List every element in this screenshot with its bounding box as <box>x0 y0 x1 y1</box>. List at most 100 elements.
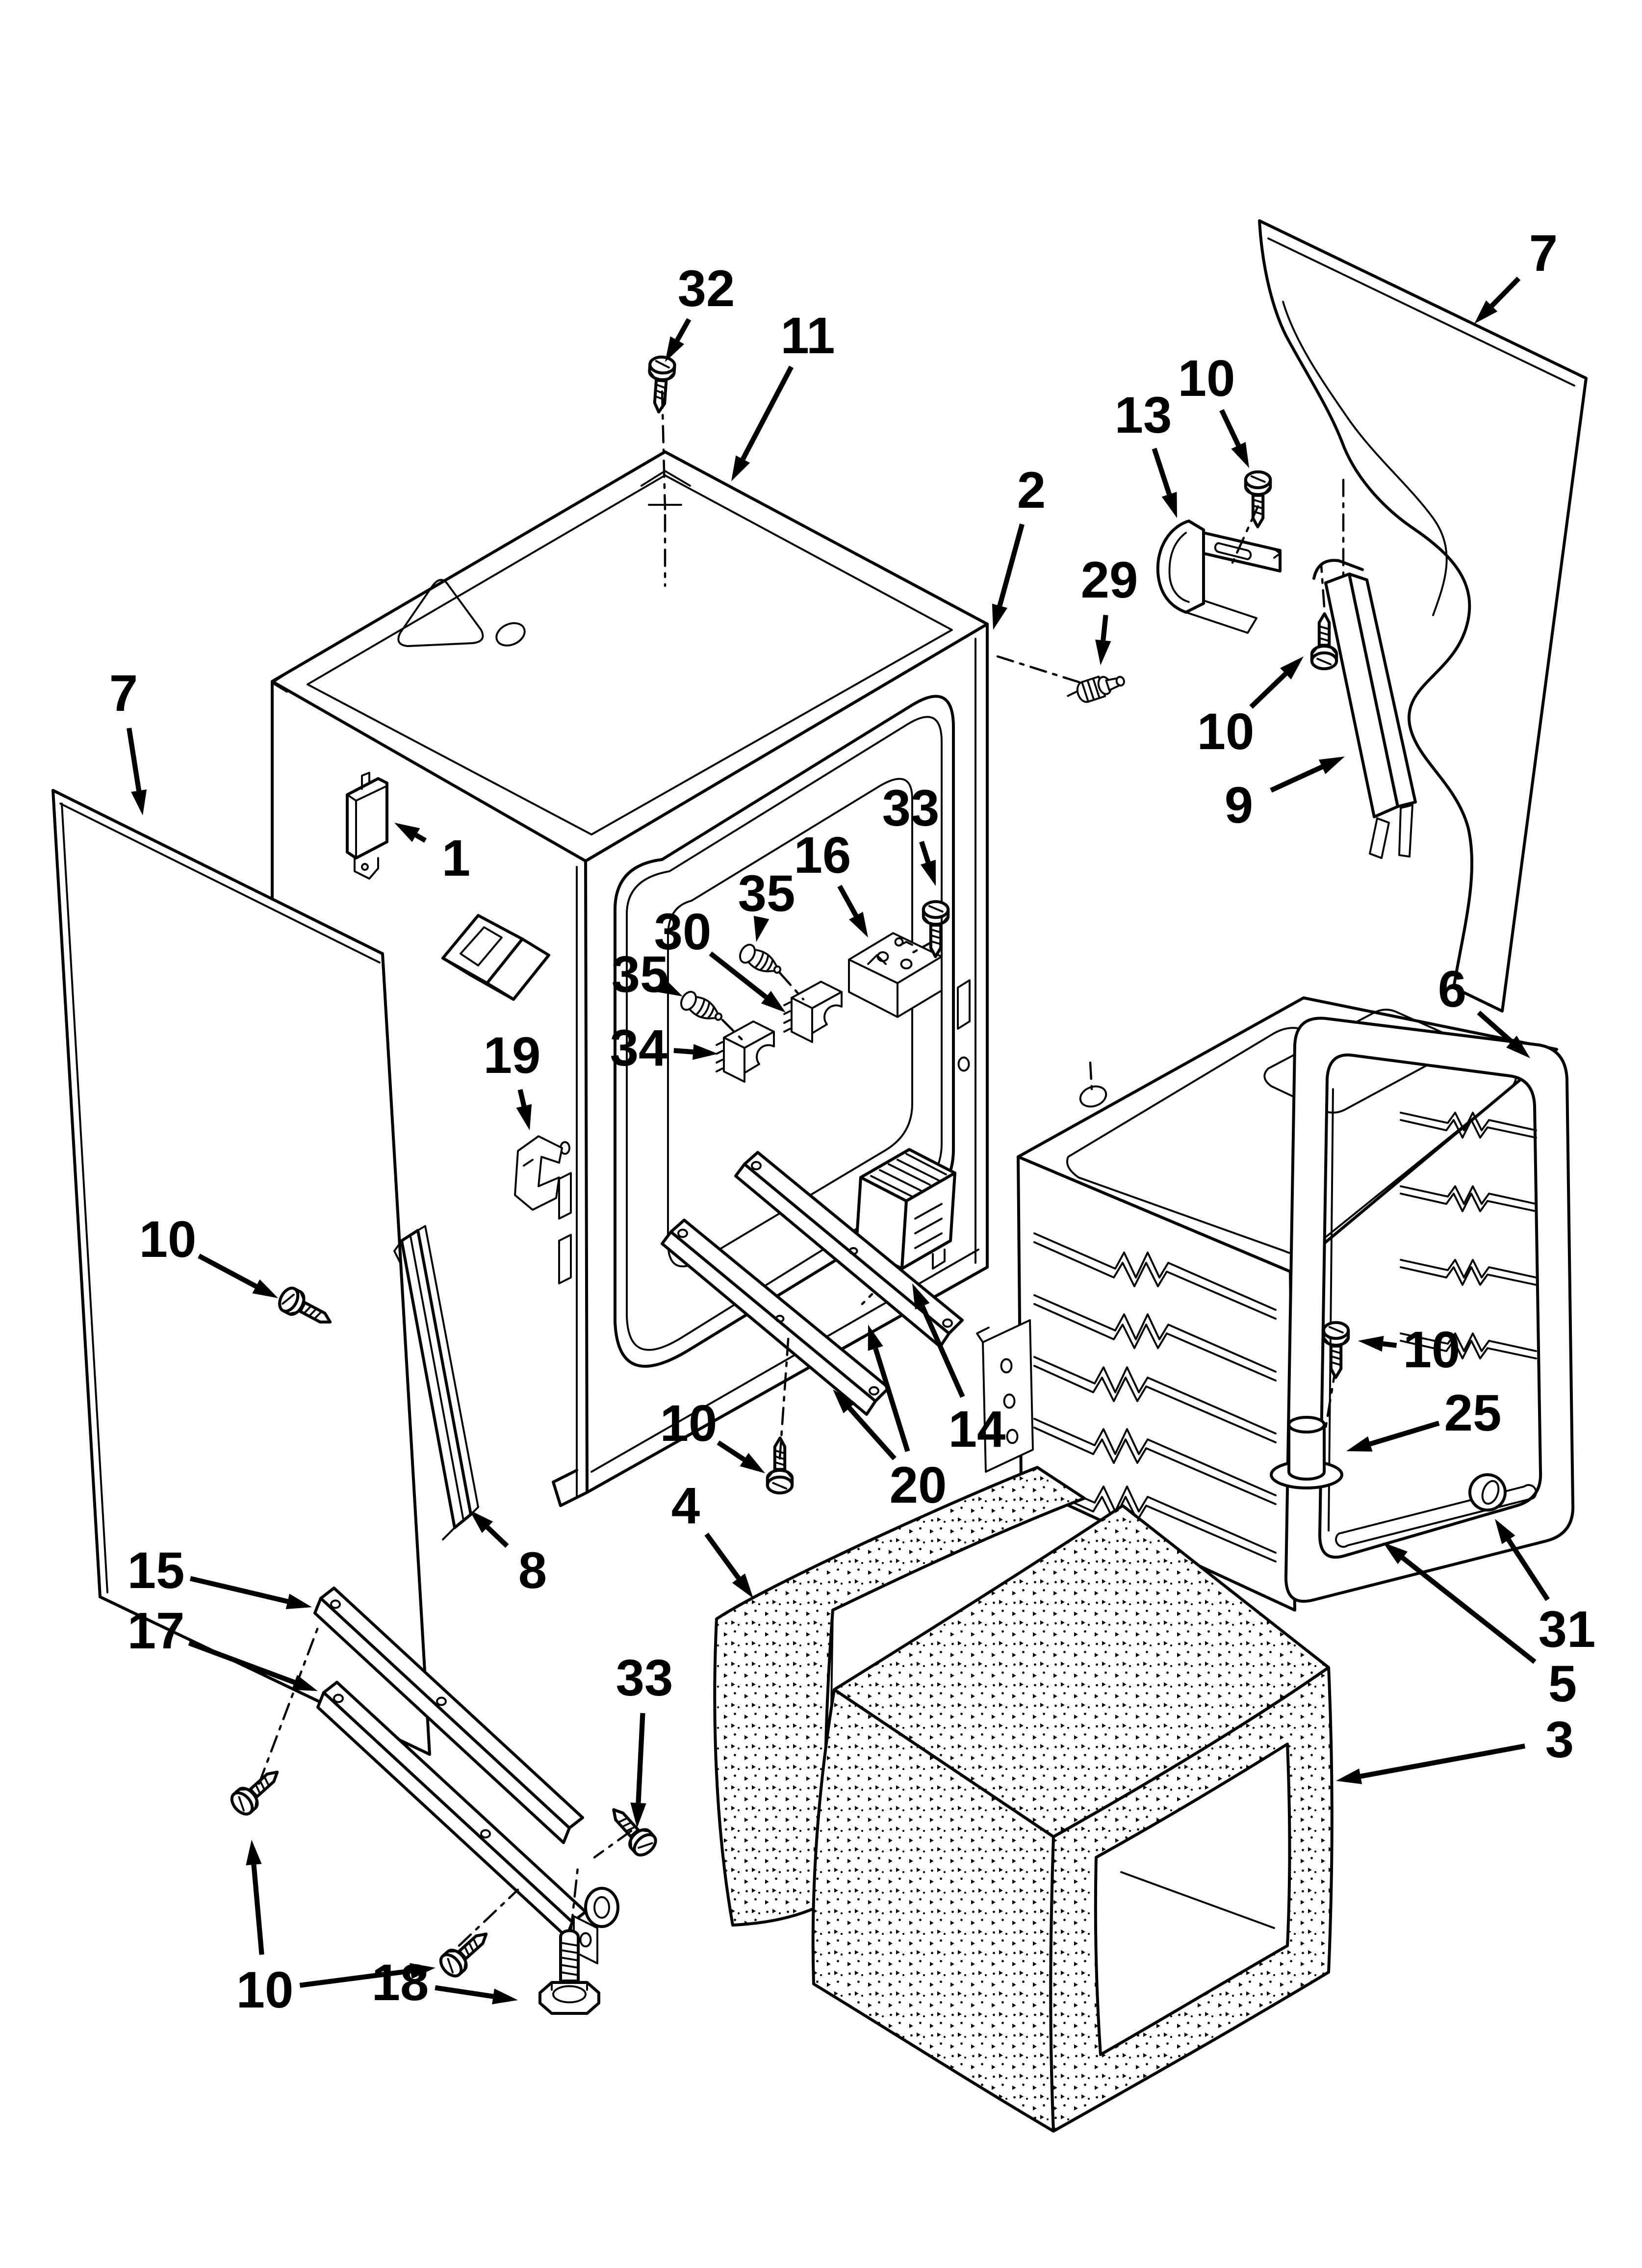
callout-arrow-9 <box>1270 764 1323 793</box>
callout-arrow-34 <box>673 1048 693 1055</box>
callout-arrowhead-10 <box>410 1963 436 1979</box>
callout-arrow-1 <box>414 833 427 843</box>
callout-arrowhead-32 <box>665 336 685 362</box>
callout-label: 17 <box>128 1602 185 1660</box>
callout-label: 30 <box>654 903 712 961</box>
callout-label: 3 <box>1545 1711 1574 1769</box>
liner-flange <box>1284 1017 1575 1603</box>
plug-31 <box>1468 1473 1507 1512</box>
callout-arrowhead-35 <box>657 978 683 996</box>
leveling-leg-18 <box>539 1929 600 2015</box>
callout-label: 7 <box>1529 225 1558 282</box>
callout-arrowhead-19 <box>516 1104 532 1130</box>
screw-10-tr <box>1246 472 1270 527</box>
bracket-19 <box>514 1135 563 1211</box>
callout-arrow-30 <box>709 951 768 999</box>
callout-label: 32 <box>678 260 735 317</box>
callout-arrow-7 <box>127 728 142 791</box>
bracket-9 <box>1312 478 1417 859</box>
callout-label: 16 <box>794 827 851 884</box>
callout-arrowhead-7 <box>1474 300 1498 324</box>
callout-arrowhead-29 <box>1095 639 1111 665</box>
rivet-35b <box>677 988 727 1028</box>
callout-arrow-17 <box>188 1641 295 1685</box>
liner-interior <box>1328 1088 1537 1548</box>
callout-label: 10 <box>236 1961 294 2019</box>
screw-10-oven <box>1324 1323 1348 1378</box>
callout-arrowhead-9 <box>1318 756 1345 774</box>
screw-32 <box>647 356 675 413</box>
callout-label: 20 <box>890 1457 947 1514</box>
callout-label: 11 <box>781 307 835 365</box>
top-cutout <box>397 579 484 647</box>
callout-arrow-3 <box>1360 1744 1526 1779</box>
chassis-opening-inner <box>626 716 943 1351</box>
trim-8 <box>393 1225 479 1540</box>
chassis-back-wall <box>667 778 913 1268</box>
plug-29 <box>1067 676 1125 703</box>
switch-34 <box>716 1020 775 1083</box>
callout-label: 10 <box>660 1395 718 1452</box>
callout-arrow-10 <box>251 1864 264 1955</box>
callout-arrow-20 <box>873 1348 910 1452</box>
screw-33a <box>924 902 948 957</box>
callout-label: 15 <box>128 1542 185 1599</box>
liner-bracket-plate <box>976 1319 1034 1473</box>
callout-label: 34 <box>610 1019 667 1077</box>
callout-label: 33 <box>616 1649 673 1707</box>
callout-arrowhead-14 <box>912 1283 930 1310</box>
callout-arrow-10 <box>1249 672 1287 709</box>
callout-label: 10 <box>1197 703 1255 760</box>
callout-arrowhead-31 <box>1495 1519 1515 1544</box>
side-panel-right <box>1258 219 1588 1013</box>
callout-arrowhead-10 <box>1280 656 1304 680</box>
callout-arrowhead-10 <box>1231 442 1249 468</box>
callout-label: 9 <box>1225 777 1253 834</box>
callout-arrow-10 <box>198 1253 257 1289</box>
callout-arrowhead-16 <box>849 912 868 938</box>
callout-label: 29 <box>1081 551 1138 609</box>
rail-15 <box>313 1587 584 1844</box>
callout-label: 10 <box>1178 350 1235 407</box>
callout-arrow-25 <box>1369 1420 1440 1447</box>
bracket-13 <box>1156 520 1282 634</box>
callout-label: 10 <box>139 1211 197 1268</box>
callout-arrowhead-20 <box>868 1325 883 1351</box>
chassis-top-face <box>271 450 989 862</box>
callout-arrow-31 <box>1506 1538 1550 1601</box>
screw-10-bl <box>228 1763 285 1818</box>
callout-arrow-20 <box>847 1406 897 1460</box>
callout-arrow-13 <box>1152 447 1172 495</box>
callout-arrow-11 <box>741 365 794 461</box>
callout-arrow-4 <box>704 1533 741 1580</box>
callout-label: 33 <box>882 780 940 837</box>
callout-label: 4 <box>671 1477 700 1535</box>
callout-arrowhead-1 <box>394 823 420 842</box>
oven-liner <box>976 996 1575 1612</box>
callout-label: 13 <box>1115 387 1172 444</box>
rail-17 <box>316 1681 619 1964</box>
callout-arrowhead-5 <box>1383 1542 1408 1564</box>
callout-arrow-2 <box>997 523 1025 607</box>
callout-arrow-14 <box>920 1305 965 1398</box>
callout-arrow-6 <box>1477 1010 1514 1043</box>
callout-label: 25 <box>1444 1384 1502 1442</box>
callout-label: 35 <box>738 865 795 922</box>
callout-arrowhead-30 <box>761 991 786 1013</box>
insulation-box-3 <box>811 1504 1334 2133</box>
callout-arrow-33 <box>919 841 931 863</box>
callout-arrow-7 <box>1490 276 1521 308</box>
control-16 <box>848 932 943 1018</box>
callout-arrow-18 <box>435 1985 494 1999</box>
callout-arrow-32 <box>675 318 692 341</box>
side-panel-left <box>51 789 431 1756</box>
callout-arrow-10 <box>717 1440 746 1462</box>
callout-arrow-10 <box>299 1968 411 1988</box>
callout-label: 8 <box>518 1542 547 1599</box>
rivet-35a <box>736 941 786 981</box>
callout-arrowhead-18 <box>492 1988 518 2005</box>
callout-arrow-16 <box>837 885 858 917</box>
callout-label: 10 <box>1403 1321 1461 1379</box>
